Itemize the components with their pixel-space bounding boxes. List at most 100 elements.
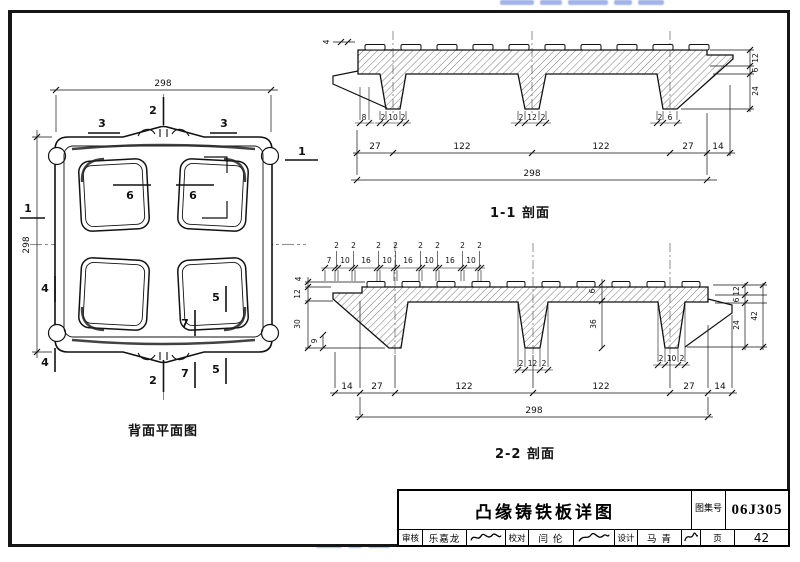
section-mark: 2 bbox=[149, 104, 157, 117]
dim-label: 8 bbox=[362, 113, 367, 122]
dim-label: 4 bbox=[322, 39, 331, 44]
section-mark: 1 bbox=[298, 145, 306, 158]
dims-row bbox=[330, 301, 737, 397]
section-mark: 4 bbox=[41, 356, 49, 369]
page-title: 凸缘铸铁板详图 bbox=[399, 491, 692, 529]
dim-label: 14 bbox=[341, 382, 353, 392]
tread-bumps bbox=[364, 44, 710, 51]
dim-label: 2 bbox=[401, 113, 406, 122]
dim-label: 6 bbox=[751, 67, 760, 72]
dim-label: 6 bbox=[588, 288, 597, 293]
dim-label: 6 bbox=[732, 297, 741, 302]
dim-label: 12 bbox=[527, 113, 537, 122]
dim-label: 122 bbox=[453, 142, 470, 152]
dim-label: 16 bbox=[445, 256, 455, 265]
dim-label: 298 bbox=[22, 236, 32, 253]
dim-label: 12 bbox=[732, 286, 741, 296]
atlas-number-label: 图集号 bbox=[692, 491, 726, 529]
plan-dim-left bbox=[32, 130, 52, 358]
page-number: 42 bbox=[753, 530, 770, 545]
dims-small bbox=[355, 87, 682, 127]
section-mark: 3 bbox=[220, 117, 228, 130]
dim-label: 36 bbox=[589, 319, 598, 329]
dim-label: 2 bbox=[460, 241, 465, 250]
section-2-2: 2 2 2 2 2 2 2 2 7 10 16 10 16 10 16 10 4… bbox=[293, 241, 767, 462]
atlas-number-value: 06J305 bbox=[731, 501, 783, 518]
signature-scribble bbox=[470, 533, 502, 541]
dim-label: 122 bbox=[592, 142, 609, 152]
dim-label: 27 bbox=[371, 382, 382, 392]
page-label: 页 bbox=[701, 530, 735, 545]
dim-label: 122 bbox=[592, 382, 609, 392]
dim-label: 2 bbox=[680, 354, 685, 363]
reviewer-name: 乐嘉龙 bbox=[423, 530, 467, 545]
section-mark: 4 bbox=[41, 282, 49, 295]
dim-label: 2 bbox=[418, 241, 423, 250]
checker-label: 校对 bbox=[506, 530, 529, 545]
dims-right bbox=[681, 46, 754, 113]
section-body bbox=[357, 49, 734, 110]
section-1-1: 4 8 2 10 2 2 12 2 2 6 27 122 122 27 14 2… bbox=[322, 31, 760, 221]
dim-label: 2 bbox=[542, 359, 547, 368]
dim-label: 2 bbox=[334, 241, 339, 250]
reviewer-label: 审核 bbox=[399, 530, 423, 545]
dim-label: 27 bbox=[683, 382, 694, 392]
title-block: 凸缘铸铁板详图 图集号 06J305 审核 乐嘉龙 校对 闫 伦 设计 马 青 … bbox=[397, 489, 790, 547]
dim-label: 2 bbox=[541, 113, 546, 122]
dim-label: 14 bbox=[714, 382, 726, 392]
flange-outline bbox=[684, 298, 733, 348]
dim-label: 2 bbox=[376, 241, 381, 250]
designer-signature bbox=[682, 530, 701, 545]
section-mark: 3 bbox=[98, 117, 106, 130]
dim-label: 10 bbox=[382, 256, 392, 265]
reviewer-signature bbox=[467, 530, 506, 545]
section-mark: 7 bbox=[181, 317, 189, 330]
dim-label: 9 bbox=[310, 338, 319, 343]
section-mark: 2 bbox=[149, 374, 157, 387]
dim-label: 2 bbox=[393, 241, 398, 250]
dim-label: 16 bbox=[403, 256, 413, 265]
dim-label: 2 bbox=[519, 359, 524, 368]
dim-label: 27 bbox=[369, 142, 380, 152]
dim-label: 10 bbox=[388, 113, 398, 122]
dim-label: 2 bbox=[519, 113, 524, 122]
dim-rib bbox=[598, 279, 606, 352]
dim-label: 298 bbox=[154, 79, 171, 89]
plate-openings bbox=[78, 158, 249, 331]
dims-right bbox=[687, 281, 767, 351]
section-mark: 7 bbox=[181, 367, 189, 380]
watermark-top bbox=[500, 0, 680, 5]
dim-label: 10 bbox=[424, 256, 434, 265]
dim-label: 2 bbox=[659, 354, 664, 363]
dim-label: 12 bbox=[751, 53, 760, 63]
dim-label: 2 bbox=[435, 241, 440, 250]
dim-label: 10 bbox=[466, 256, 476, 265]
corner-lobes bbox=[47, 146, 280, 343]
plan-caption: 背面平面图 bbox=[128, 423, 198, 439]
dim-label: 16 bbox=[361, 256, 371, 265]
dim-total bbox=[351, 176, 717, 184]
signature-scribble bbox=[684, 532, 698, 542]
signature-scribble bbox=[578, 532, 610, 542]
dims-top bbox=[321, 251, 485, 281]
dim-label: 12 bbox=[528, 359, 538, 368]
dim-label: 4 bbox=[294, 276, 303, 281]
checker-name: 闫 伦 bbox=[529, 530, 574, 545]
section-mark: 6 bbox=[126, 189, 134, 202]
tab-hooks bbox=[137, 128, 190, 361]
dim-label: 2 bbox=[658, 113, 663, 122]
dim-label: 12 bbox=[293, 289, 302, 299]
dims-left bbox=[304, 277, 385, 352]
section-mark-lines bbox=[20, 97, 318, 392]
section-mark: 5 bbox=[212, 363, 220, 376]
dim-label: 298 bbox=[525, 406, 542, 416]
designer-name: 马 青 bbox=[638, 530, 682, 545]
dim-label: 10 bbox=[667, 354, 677, 363]
dim-bump bbox=[333, 38, 355, 46]
dim-label: 298 bbox=[523, 169, 540, 179]
dims-row bbox=[353, 85, 735, 175]
dim-label: 10 bbox=[340, 256, 350, 265]
dim-label: 2 bbox=[351, 241, 356, 250]
plan-dim-top bbox=[50, 86, 278, 132]
